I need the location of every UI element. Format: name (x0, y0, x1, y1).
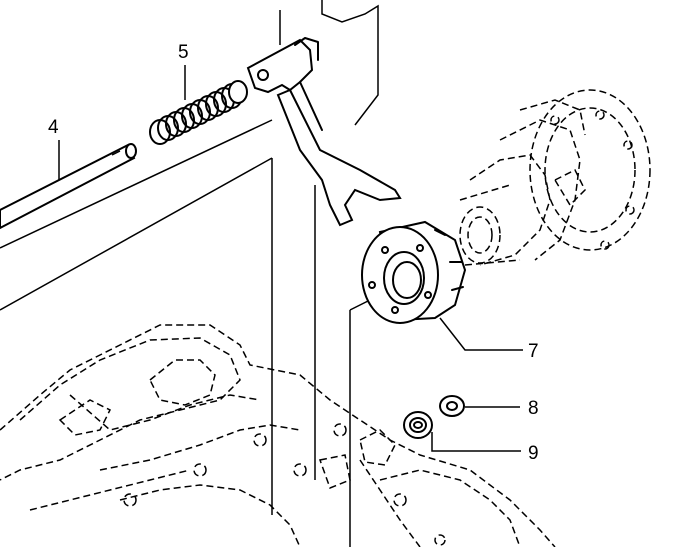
transmission-housing (0, 324, 556, 547)
reference-lines (0, 0, 381, 547)
shift-rod (0, 143, 137, 230)
drive-flange (361, 220, 467, 324)
callout-5: 5 (178, 42, 189, 63)
differential-housing (459, 89, 651, 266)
callout-8: 8 (528, 398, 539, 419)
oil-seal (403, 411, 433, 439)
callout-4: 4 (48, 117, 59, 138)
washer (439, 395, 465, 417)
callout-leaders (58, 65, 523, 452)
callout-7: 7 (528, 341, 539, 362)
callout-9: 9 (528, 443, 539, 464)
shift-fork (246, 37, 402, 227)
coil-spring (149, 80, 248, 145)
